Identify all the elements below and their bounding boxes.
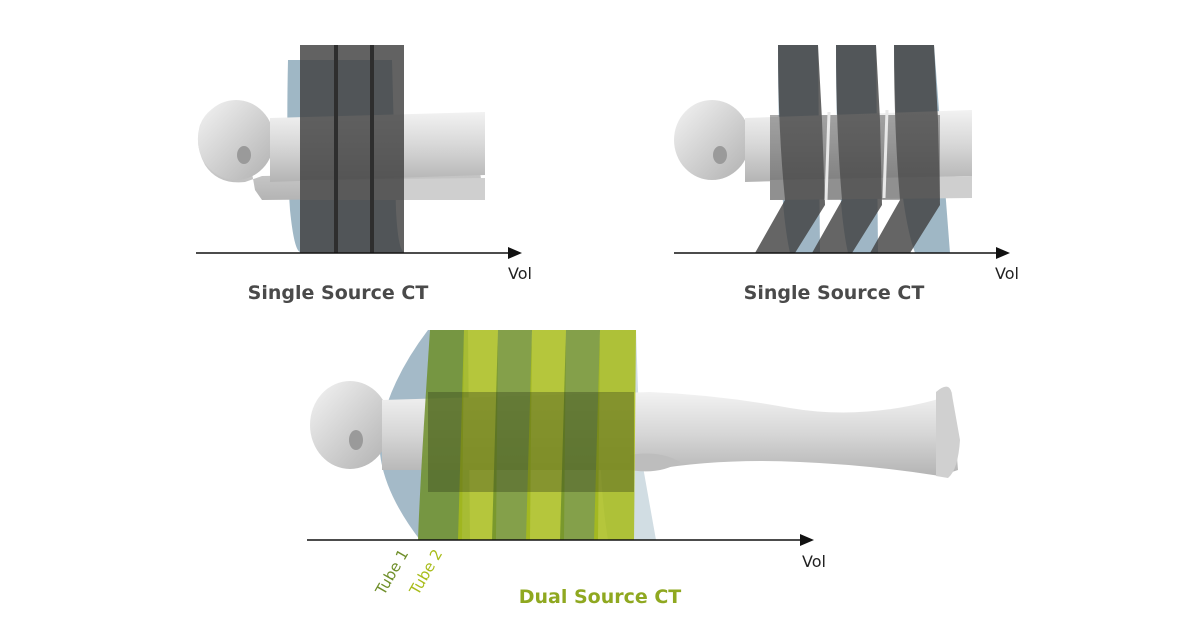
patient-head [674, 100, 750, 180]
tube-1-label: Tube 1 [371, 546, 412, 599]
spiral-gaps [824, 109, 889, 201]
spiral-front [755, 45, 940, 253]
patient-feet [936, 386, 960, 478]
axis-label-vol: Vol [802, 552, 826, 571]
scan-ring-dual [418, 330, 636, 540]
patient-head [198, 100, 274, 180]
panel-caption: Dual Source CT [519, 586, 682, 608]
scan-ring-sequential [300, 45, 404, 253]
volume-axis [674, 247, 1010, 259]
patient-head [310, 381, 390, 469]
panel-caption: Single Source CT [744, 282, 925, 304]
panel-single-source-spiral: Vol Single Source CT [674, 45, 1019, 304]
axis-label-vol: Vol [508, 264, 532, 283]
volume-axis [196, 247, 522, 259]
patient-ear [349, 430, 363, 450]
panel-caption: Single Source CT [248, 282, 429, 304]
tube-2-label: Tube 2 [405, 546, 446, 599]
patient-ear [713, 146, 727, 164]
axis-label-vol: Vol [995, 264, 1019, 283]
panel-single-source-sequential: Vol Single Source CT [196, 45, 532, 304]
patient-ear [237, 146, 251, 164]
panel-dual-source: Vol Tube 1 Tube 2 Dual Source CT [307, 330, 960, 608]
volume-axis [307, 534, 814, 546]
patient-hand [630, 453, 680, 472]
